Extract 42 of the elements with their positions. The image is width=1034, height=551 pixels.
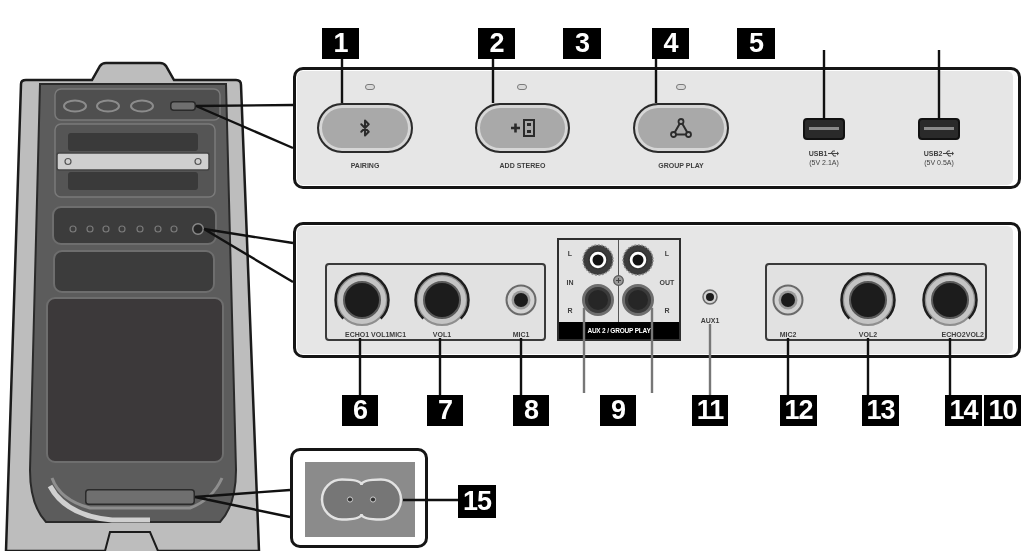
callout-number: 1: [322, 28, 359, 59]
leader-line: [654, 59, 658, 103]
callout-number: 8: [513, 395, 549, 426]
leader-line: [822, 50, 826, 118]
leader-line: [438, 338, 442, 395]
leader-line: [582, 307, 586, 393]
rca-jack: [622, 284, 654, 316]
leader-line: [948, 338, 952, 395]
callout-number: 13: [862, 395, 899, 426]
jack-panel: [557, 238, 681, 341]
callout-number: 6: [342, 395, 378, 426]
callout-number: 4: [652, 28, 689, 59]
leader-line: [340, 59, 344, 103]
control-group-frame: [765, 263, 987, 341]
leader-line: [358, 338, 362, 395]
callout-number: 12: [780, 395, 817, 426]
input-jack: [192, 223, 204, 235]
rca-jack: [582, 284, 614, 316]
callout-line: [193, 488, 292, 519]
callout-number: 5: [737, 28, 775, 59]
leader-line: [519, 338, 523, 395]
leader-line: [491, 59, 495, 103]
leader-line: [650, 307, 654, 393]
power-inlet: [85, 489, 195, 505]
leader-line: [403, 498, 458, 502]
control-button: [170, 101, 196, 111]
callout-number: 7: [427, 395, 463, 426]
leader-line: [866, 338, 870, 395]
leader-line: [786, 338, 790, 395]
callout-number: 3: [563, 28, 601, 59]
callout-number: 10: [984, 395, 1021, 426]
callout-panel: [290, 448, 428, 548]
leader-line: [708, 324, 712, 395]
callout-line: [194, 103, 295, 150]
control-group-frame: [325, 263, 546, 341]
callout-number: 15: [458, 485, 496, 518]
callout-number: 14: [945, 395, 982, 426]
callout-number: 11: [692, 395, 728, 426]
callout-line: [202, 227, 295, 284]
callout-number: 9: [600, 395, 636, 426]
leader-line: [937, 50, 941, 118]
callout-number: 2: [478, 28, 515, 59]
